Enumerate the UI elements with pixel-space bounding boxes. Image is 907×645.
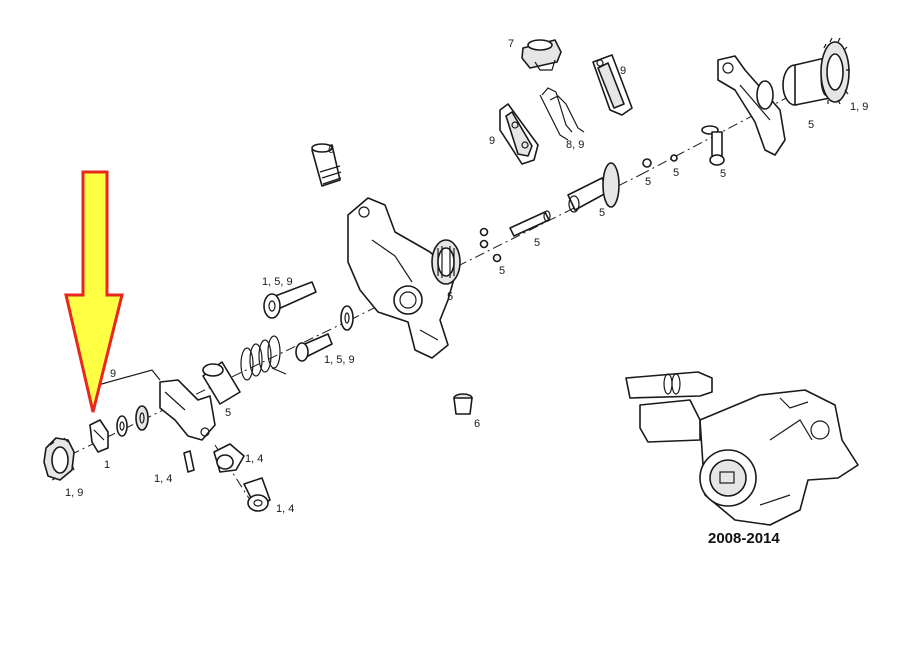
- brake-pad-left: [499, 103, 539, 165]
- callout-label: 5: [645, 176, 651, 188]
- callout-label: 5: [447, 291, 453, 303]
- o-ring-small: [642, 154, 678, 168]
- callout-label: 1, 4: [245, 453, 263, 465]
- callout-bracket: [97, 369, 161, 386]
- piston-rod: [509, 210, 551, 237]
- pivot-bolt: [243, 477, 271, 512]
- bleed-fitting-top: [311, 143, 342, 187]
- threaded-cylinder: [431, 239, 461, 285]
- callout-label: 1, 4: [276, 503, 294, 515]
- dust-cap: [453, 393, 473, 415]
- callout-label: 1, 9: [65, 487, 83, 499]
- assembled-caliper: [625, 371, 859, 526]
- axle-pin: [701, 125, 725, 166]
- caliper-body: [347, 197, 456, 359]
- o-ring-set: [479, 227, 502, 263]
- callout-label: 5: [225, 407, 231, 419]
- retaining-clip: [89, 419, 109, 453]
- callout-label: 1, 4: [154, 473, 172, 485]
- callout-label: 1, 5, 9: [324, 354, 355, 366]
- lever-arm-top: [717, 55, 786, 156]
- callout-label: 1, 9: [850, 101, 868, 113]
- callout-label: 5: [720, 168, 726, 180]
- callout-label: 5: [499, 265, 505, 277]
- callout-label: 7: [508, 38, 514, 50]
- toothed-ring-top: [820, 37, 850, 105]
- brake-pad-right: [592, 54, 633, 116]
- seal-rings: [116, 405, 149, 437]
- callout-label: 9: [620, 65, 626, 77]
- callout-label: 5: [808, 119, 814, 131]
- callout-label: 6: [474, 418, 480, 430]
- piston-shaft: [567, 162, 620, 213]
- adjust-knob: [43, 437, 75, 481]
- callout-label: 5: [534, 237, 540, 249]
- cap-knob: [521, 39, 562, 71]
- callout-label: 1, 5, 9: [262, 276, 293, 288]
- mounting-bolt-mid: [295, 333, 333, 362]
- pivot-bushing: [213, 443, 245, 473]
- mounting-bolt-top: [263, 281, 317, 319]
- sleeve: [202, 361, 241, 405]
- highlight-arrow: [64, 170, 124, 413]
- callout-label: 5: [673, 167, 679, 179]
- pad-spring: [539, 87, 585, 141]
- callout-label: 6: [328, 144, 334, 156]
- actuation-lever: [159, 379, 216, 441]
- dowel-pin: [183, 450, 195, 473]
- callout-label: 9: [110, 368, 116, 380]
- coil-spring: [240, 335, 287, 381]
- washer: [340, 305, 354, 331]
- callout-label: 9: [489, 135, 495, 147]
- model-years-label: 2008-2014: [708, 530, 780, 547]
- callout-label: 8, 9: [566, 139, 584, 151]
- callout-label: 5: [599, 207, 605, 219]
- callout-label: 1: [104, 459, 110, 471]
